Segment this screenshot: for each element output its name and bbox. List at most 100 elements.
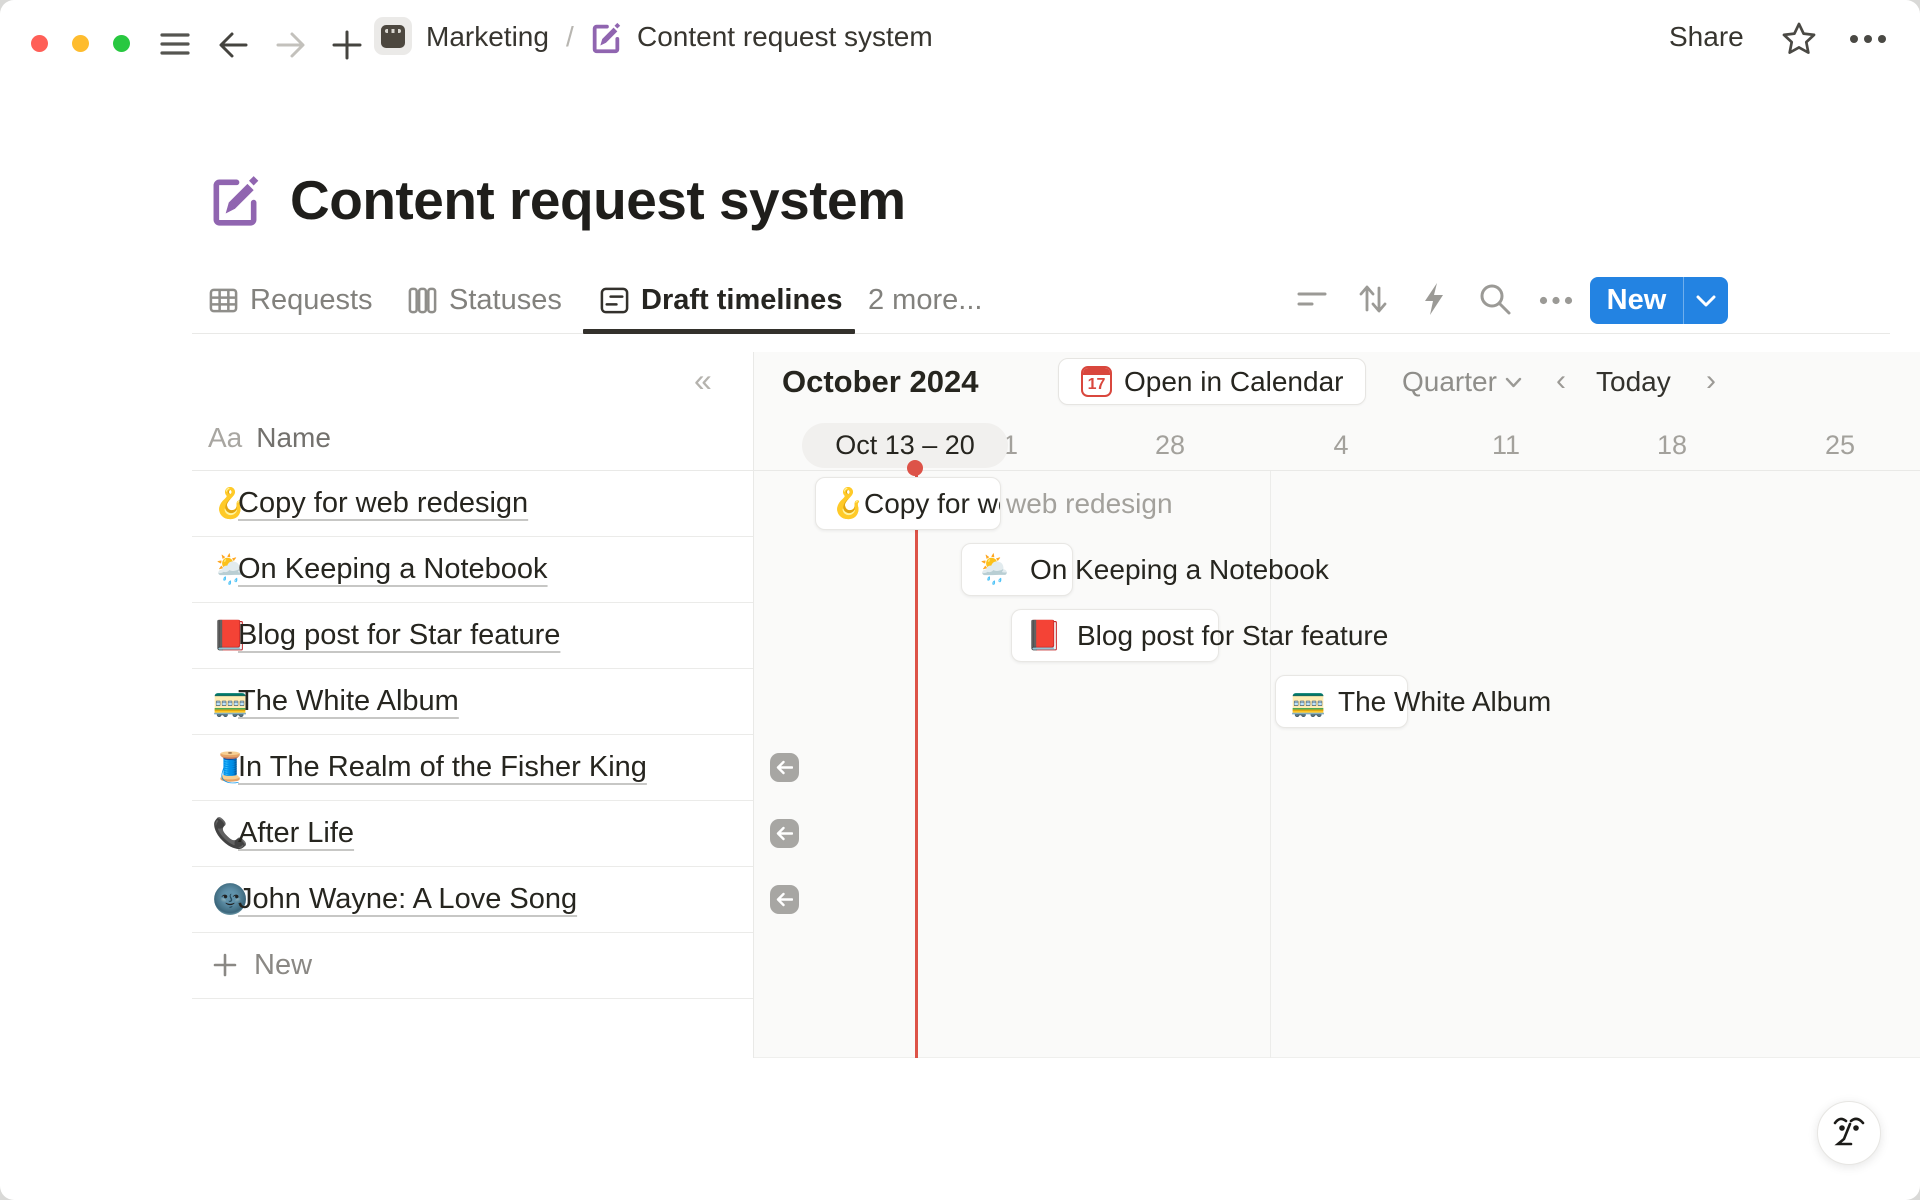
tab-more[interactable]: 2 more... xyxy=(868,284,982,317)
item-title[interactable]: In The Realm of the Fisher King xyxy=(238,750,647,783)
new-dropdown-button[interactable] xyxy=(1684,277,1728,324)
item-title[interactable]: The White Album xyxy=(238,684,459,717)
item-emoji: 📞 xyxy=(212,815,249,850)
today-button[interactable]: Today xyxy=(1596,366,1671,397)
filter-button[interactable] xyxy=(1292,282,1332,318)
chevron-down-icon xyxy=(1505,377,1522,387)
hamburger-icon xyxy=(160,33,190,55)
timeline-card-blog-post-for-star-feature[interactable]: 📕 xyxy=(1011,609,1219,662)
tab-requests[interactable]: Requests xyxy=(208,284,373,317)
plus-icon xyxy=(213,953,237,977)
scroll-to-item-button[interactable] xyxy=(770,885,799,914)
list-item[interactable]: 🧵 In The Realm of the Fisher King xyxy=(192,734,753,800)
divider xyxy=(192,998,753,999)
date-tick: 4 xyxy=(1333,430,1349,460)
divider xyxy=(192,536,753,537)
breadcrumb-page[interactable]: Content request system xyxy=(637,21,933,52)
tab-label: Requests xyxy=(250,284,373,316)
list-header-label: Name xyxy=(256,422,331,453)
minimize-window-button[interactable] xyxy=(72,35,89,52)
memo-pencil-icon xyxy=(592,22,621,54)
item-emoji: 📕 xyxy=(212,617,249,652)
more-options-button[interactable] xyxy=(1844,22,1892,56)
scroll-to-item-button[interactable] xyxy=(770,753,799,782)
timeline-card-copy-for-web-redesign[interactable]: 🪝 Copy for web redesign xyxy=(815,477,1001,530)
divider xyxy=(192,866,753,867)
plus-icon xyxy=(332,30,362,60)
page-icon[interactable] xyxy=(206,172,264,230)
sidebar-menu-button[interactable] xyxy=(158,29,192,59)
collapse-panel-button[interactable]: « xyxy=(694,362,712,398)
breadcrumb-workspace[interactable]: Marketing xyxy=(426,21,549,52)
new-button[interactable]: New xyxy=(1590,277,1684,324)
left-arrow-icon xyxy=(776,826,793,841)
star-icon xyxy=(1782,22,1816,54)
zoom-window-button[interactable] xyxy=(113,35,130,52)
item-title[interactable]: After Life xyxy=(238,816,355,849)
divider xyxy=(192,800,753,801)
back-button[interactable] xyxy=(214,26,252,64)
tab-draft-timelines[interactable]: Draft timelines xyxy=(599,284,842,317)
list-item[interactable]: 🚃 The White Album xyxy=(192,668,753,734)
ellipsis-icon xyxy=(1539,296,1573,304)
tab-label: Draft timelines xyxy=(641,284,843,316)
automations-button[interactable] xyxy=(1414,278,1454,320)
timeline-card-the-white-album[interactable]: 🚃 xyxy=(1275,675,1408,728)
new-page-button[interactable] xyxy=(328,26,366,64)
open-in-calendar-label: Open in Calendar xyxy=(1124,365,1344,397)
sort-button[interactable] xyxy=(1352,278,1394,320)
calendar-icon: 17 xyxy=(1081,366,1112,397)
item-emoji: 🚃 xyxy=(1290,684,1327,718)
timeline-card-on-keeping-a-notebook[interactable]: 🌦️ xyxy=(961,543,1073,596)
item-emoji: 🪝 xyxy=(830,486,867,520)
list-item[interactable]: 🌚 John Wayne: A Love Song xyxy=(192,866,753,932)
timeline-month-label: October 2024 xyxy=(782,364,979,399)
text-property-icon: Aa xyxy=(208,422,243,453)
timeline-zoom-select[interactable]: Quarter xyxy=(1402,366,1522,398)
item-emoji: 🧵 xyxy=(212,749,249,784)
date-tick: 11 xyxy=(1491,430,1521,460)
notion-ai-button[interactable] xyxy=(1817,1101,1881,1165)
chevron-down-icon xyxy=(1696,295,1716,306)
item-title[interactable]: Copy for web redesign xyxy=(238,486,529,519)
item-emoji: 🪝 xyxy=(212,485,249,520)
list-item[interactable]: 📞 After Life xyxy=(192,800,753,866)
list-item[interactable]: 🪝 Copy for web redesign xyxy=(192,470,753,536)
item-title[interactable]: John Wayne: A Love Song xyxy=(238,882,578,915)
date-tick: 25 xyxy=(1824,430,1856,460)
share-button[interactable]: Share xyxy=(1669,21,1744,52)
timeline-view-icon xyxy=(600,287,629,314)
list-header[interactable]: Aa Name xyxy=(208,414,331,462)
sort-arrows-icon xyxy=(1359,285,1387,313)
list-item[interactable]: 📕 Blog post for Star feature xyxy=(192,602,753,668)
breadcrumb-workspace-icon[interactable] xyxy=(374,17,412,55)
date-range-pill: Oct 13 – 20 xyxy=(802,423,1008,468)
card-title: Copy for web redesign xyxy=(864,487,1000,519)
divider xyxy=(192,602,753,603)
date-tick: 18 xyxy=(1656,430,1688,460)
view-options-button[interactable] xyxy=(1534,288,1578,312)
close-window-button[interactable] xyxy=(31,35,48,52)
list-item[interactable]: 🌦️ On Keeping a Notebook xyxy=(192,536,753,602)
tabs-divider xyxy=(192,333,1890,334)
left-arrow-icon xyxy=(776,760,793,775)
panel-divider[interactable] xyxy=(753,352,754,1058)
forward-button[interactable] xyxy=(272,26,310,64)
table-view-icon xyxy=(209,288,238,313)
tab-statuses[interactable]: Statuses xyxy=(407,284,562,317)
today-dot xyxy=(907,460,923,476)
add-new-row[interactable]: New xyxy=(192,932,753,998)
scroll-to-item-button[interactable] xyxy=(770,819,799,848)
back-arrow-icon xyxy=(219,32,248,58)
search-icon xyxy=(1480,284,1511,315)
today-line xyxy=(915,466,918,1058)
search-button[interactable] xyxy=(1474,278,1516,320)
open-in-calendar-button[interactable]: 17 Open in Calendar xyxy=(1058,358,1367,405)
month-gridline xyxy=(1270,471,1271,1058)
prev-period-button[interactable]: ‹ xyxy=(1556,364,1566,397)
next-period-button[interactable]: › xyxy=(1706,364,1716,397)
item-title[interactable]: On Keeping a Notebook xyxy=(238,552,548,585)
item-title[interactable]: Blog post for Star feature xyxy=(238,618,561,651)
favorite-button[interactable] xyxy=(1778,18,1820,60)
